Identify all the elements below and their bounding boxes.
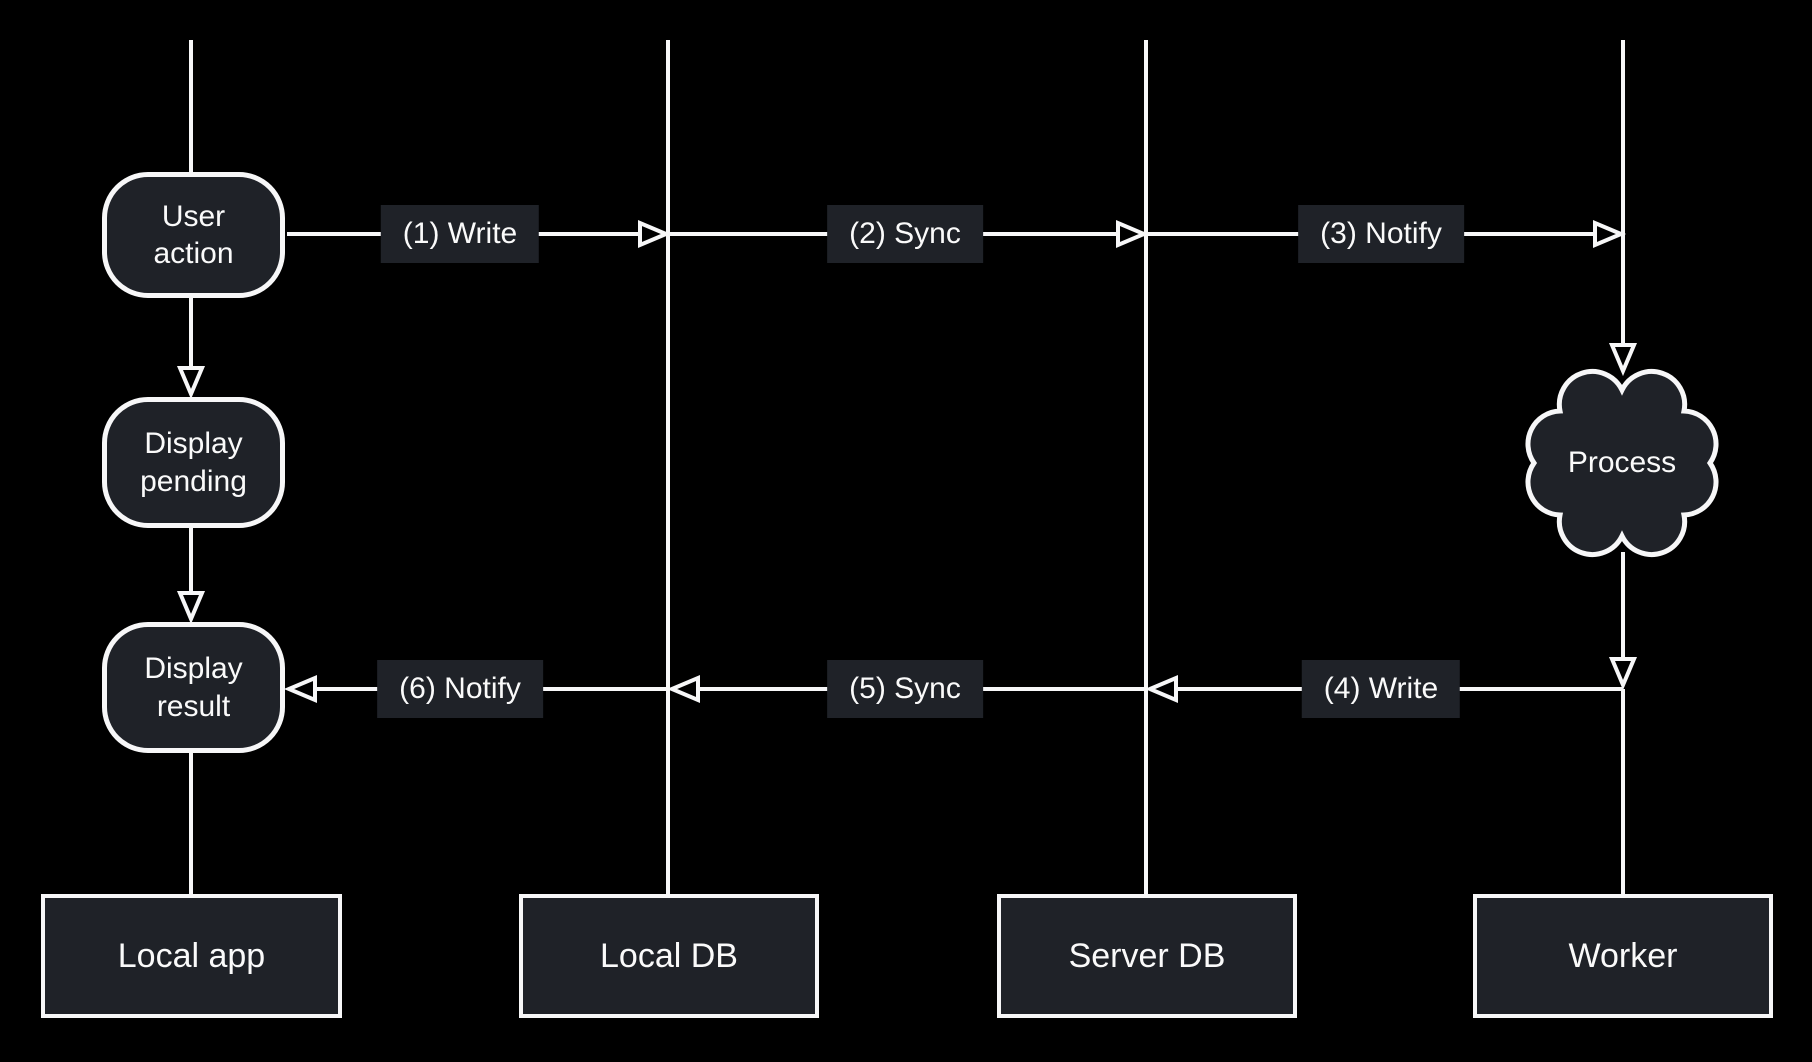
lane-box-worker: Worker xyxy=(1473,894,1773,1018)
lifelines xyxy=(189,40,1625,894)
message-label-2-sync: (2) Sync xyxy=(827,205,983,263)
arrowhead-right-3-notify xyxy=(1593,219,1627,249)
arrowhead-down-display-result xyxy=(176,591,206,625)
lane-box-local-app: Local app xyxy=(41,894,342,1018)
arrowhead-left-5-sync xyxy=(666,674,700,704)
arrowhead-down-worker-junction xyxy=(1608,657,1638,691)
message-lines xyxy=(287,232,1623,691)
message-label-6-notify: (6) Notify xyxy=(377,660,543,718)
node-display-pending: Display pending xyxy=(102,397,285,528)
arrowhead-right-2-sync xyxy=(1116,219,1150,249)
arrowhead-down-display-pending xyxy=(176,366,206,400)
lane-box-local-db: Local DB xyxy=(519,894,819,1018)
message-label-3-notify: (3) Notify xyxy=(1298,205,1464,263)
node-process-cloud: Process xyxy=(1512,368,1732,558)
arrowhead-left-4-write xyxy=(1144,674,1178,704)
lane-box-server-db: Server DB xyxy=(997,894,1297,1018)
node-display-result-label: Display result xyxy=(144,652,243,723)
message-label-5-sync: (5) Sync xyxy=(827,660,983,718)
node-display-pending-label: Display pending xyxy=(140,427,247,498)
arrowhead-left-6-notify xyxy=(283,674,317,704)
message-label-4-write: (4) Write xyxy=(1301,660,1461,718)
arrowhead-right-1-write xyxy=(638,219,672,249)
arrowhead-down-process-cloud xyxy=(1608,343,1638,377)
node-process-label: Process xyxy=(1567,446,1677,479)
cloud-outline xyxy=(1525,369,1719,557)
node-display-result: Display result xyxy=(102,622,285,753)
arrowheads xyxy=(176,219,1638,704)
cloud-shape xyxy=(1525,369,1719,557)
node-user-action-label: User action xyxy=(153,199,234,271)
message-label-1-write: (1) Write xyxy=(380,205,540,263)
node-user-action: User action xyxy=(102,172,285,298)
